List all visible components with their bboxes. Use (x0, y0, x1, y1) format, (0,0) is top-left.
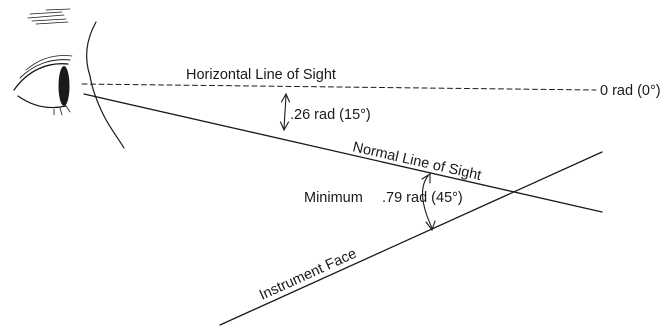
horizontal-line-of-sight (81, 83, 597, 91)
normal-angle-arrow (279, 92, 291, 132)
minimum-angle-arrow (421, 173, 436, 232)
normal-line-of-sight-label: Normal Line of Sight (351, 139, 483, 184)
normal-line-of-sight (83, 93, 603, 213)
instrument-face-line (219, 151, 603, 326)
normal-angle-label: .26 rad (15°) (290, 107, 371, 123)
eye-profile-icon (13, 8, 125, 149)
horizontal-line-of-sight-label: Horizontal Line of Sight (186, 67, 336, 83)
minimum-angle-label: .79 rad (45°) (382, 190, 463, 206)
minimum-label: Minimum (304, 190, 363, 206)
zero-angle-label: 0 rad (0°) (600, 83, 661, 99)
instrument-face-label: Instrument Face (257, 246, 359, 304)
